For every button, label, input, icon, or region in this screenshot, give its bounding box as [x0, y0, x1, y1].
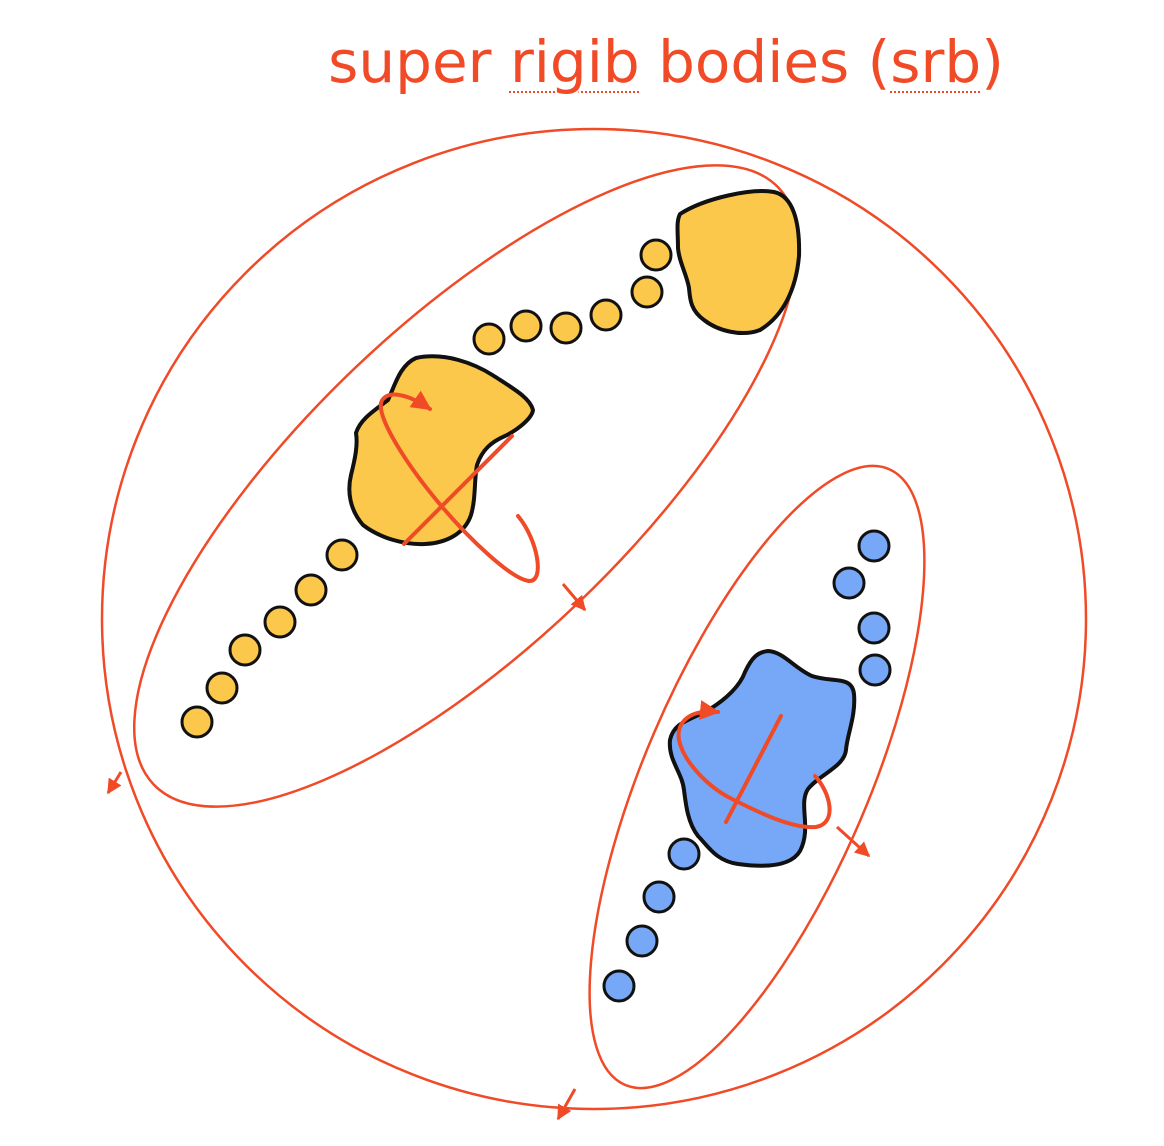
blue-particle — [602, 969, 636, 1003]
blue-particle-group — [602, 529, 892, 1003]
blue-ellipse-arrow — [835, 825, 871, 858]
yellow-particle — [180, 705, 214, 739]
bottom-arrow — [556, 1088, 577, 1121]
title-word-srb: srb — [890, 28, 982, 96]
title-part-close: ) — [981, 28, 1004, 96]
blue-particle — [857, 529, 891, 563]
yellow-particle — [205, 671, 239, 705]
yellow-particle — [472, 322, 506, 356]
yellow-particle — [639, 238, 673, 272]
blue-rigid-body — [667, 649, 857, 868]
yellow-rigid-body-middle — [347, 354, 535, 547]
yellow-particle — [509, 309, 543, 343]
yellow-rigid-body-top — [675, 189, 802, 335]
blue-particle — [642, 880, 676, 914]
yellow-rotation-loop — [378, 390, 540, 583]
blue-rotation-icon — [676, 700, 832, 830]
yellow-particle — [294, 573, 328, 607]
blue-particle — [667, 837, 701, 871]
yellow-rotation-icon — [378, 390, 540, 583]
blue-group-ellipse — [588, 464, 926, 1090]
yellow-particle — [228, 633, 262, 667]
blue-rotation-loop — [676, 700, 832, 830]
page-title: super rigib bodies (srb) — [0, 22, 1164, 102]
blue-particle — [625, 924, 659, 958]
yellow-particle — [589, 298, 623, 332]
yellow-particle — [325, 538, 359, 572]
blue-particle — [857, 611, 891, 645]
yellow-particle — [549, 311, 583, 345]
yellow-ellipse-arrow — [561, 583, 587, 612]
yellow-rotation-axis — [402, 434, 514, 546]
yellow-particle — [630, 275, 664, 309]
blue-rotation-axis — [724, 714, 783, 824]
yellow-particle-group — [180, 238, 673, 739]
title-part-super: super — [328, 28, 510, 96]
outer-circle-arrow — [106, 771, 123, 795]
blue-particle — [858, 653, 892, 687]
outer-boundary-circle — [100, 127, 1088, 1111]
blue-particle — [832, 566, 866, 600]
title-part-bodies: bodies ( — [639, 28, 891, 96]
title-word-rigib: rigib — [509, 28, 640, 96]
yellow-particle — [263, 605, 297, 639]
